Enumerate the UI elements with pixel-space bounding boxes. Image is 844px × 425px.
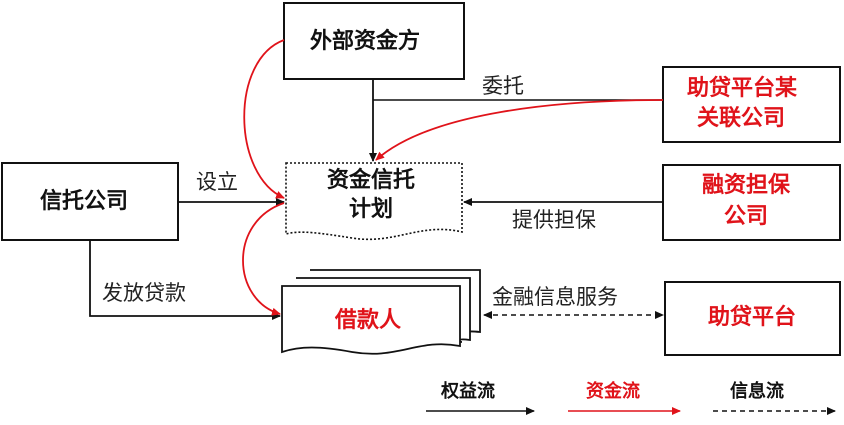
affiliate-to-plan-red-arrow [375,99,664,161]
legend-info-label: 信息流 [730,381,784,402]
trust-plan-label-line1: 资金信托 [327,168,416,193]
trust-company-box [1,162,179,241]
trust-company-label: 信托公司 [40,189,129,214]
guarantor-box [662,164,841,241]
info-service-label: 金融信息服务 [492,285,618,309]
trust-plan-box [285,162,463,241]
platform-box [664,281,841,356]
guarantor-label-line1: 融资担保 [702,173,791,198]
borrower-stack [281,269,481,355]
affiliate-box [662,66,841,143]
external-funder-box [283,2,465,80]
guarantor-label-line2: 公司 [724,204,769,229]
legend-fund-label: 资金流 [586,381,640,402]
trust-plan-label-line2: 计划 [349,197,394,222]
establish-label: 设立 [196,170,238,194]
legend-rights-label: 权益流 [441,381,495,402]
affiliate-label-line2: 关联公司 [697,106,786,131]
funder-to-plan-red-arrow [243,39,285,199]
affiliate-label-line1: 助贷平台某 [687,76,798,101]
platform-label: 助贷平台 [708,305,797,330]
external-funder-label: 外部资金方 [310,29,421,54]
entrust-label: 委托 [482,74,524,98]
issue-loan-label: 发放贷款 [102,281,186,305]
guarantee-label: 提供担保 [512,208,596,232]
issue-loan-arrow [89,240,281,320]
plan-to-borrower-red-arrow [242,202,285,316]
borrower-label: 借款人 [335,308,402,333]
